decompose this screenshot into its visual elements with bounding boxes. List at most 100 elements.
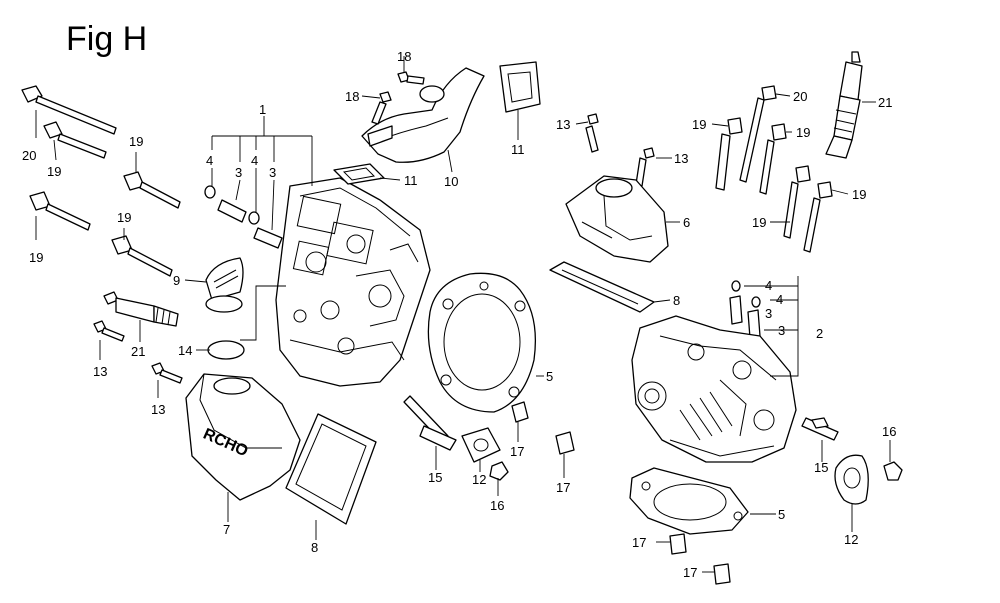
callout-2: 2 (816, 326, 823, 341)
callout-8: 8 (311, 540, 318, 555)
callout-5: 5 (778, 507, 785, 522)
callout-15: 15 (814, 460, 828, 475)
callout-17: 17 (632, 535, 646, 550)
callout-19: 19 (852, 187, 866, 202)
head-gasket-5-left (427, 272, 537, 413)
spark-plug-21-left (103, 291, 179, 327)
head-cover-6 (565, 175, 669, 263)
callout-3: 3 (269, 165, 276, 180)
valve-guide-3-left-a (217, 199, 247, 223)
callout-20: 20 (793, 89, 807, 104)
stud-15-right (801, 417, 839, 441)
callout-4: 4 (765, 278, 772, 293)
bolt-part-19-left-b (29, 191, 91, 231)
callout-4: 4 (251, 153, 258, 168)
callout-labels: 1 2 3 3 3 3 4 4 4 4 5 5 6 7 8 8 9 10 11 … (22, 49, 896, 580)
bolt-13-left-b (151, 362, 183, 384)
spark-plug-21-right (825, 51, 863, 159)
bolt-19-right-a (715, 117, 743, 191)
cover-gasket-8-right (549, 261, 655, 313)
callout-21: 21 (878, 95, 892, 110)
seal-ring-4-right-b (751, 296, 761, 308)
dowel-17-c (669, 533, 687, 555)
callout-9: 9 (173, 273, 180, 288)
callout-17: 17 (683, 565, 697, 580)
bolt-13-left-a (93, 320, 125, 342)
callout-7: 7 (223, 522, 230, 537)
seal-ring-4-right-a (731, 280, 741, 292)
valve-guide-3-right-a (729, 295, 743, 325)
callout-12: 12 (844, 532, 858, 547)
callout-20: 20 (22, 148, 36, 163)
bolt-19-right-d (803, 181, 833, 253)
callout-11: 11 (511, 142, 525, 157)
exhaust-flange-12-left (461, 427, 501, 463)
callout-3: 3 (765, 306, 772, 321)
callout-3: 3 (778, 323, 785, 338)
callout-10: 10 (444, 174, 458, 189)
callout-19: 19 (129, 134, 143, 149)
callout-15: 15 (428, 470, 442, 485)
cover-gasket-8-left (285, 413, 377, 525)
callout-16: 16 (882, 424, 896, 439)
head-gasket-5-right (629, 467, 749, 535)
bolt-18-a (397, 71, 425, 85)
bolt-part-19-left-c (111, 235, 173, 277)
callout-13: 13 (93, 364, 107, 379)
callout-18: 18 (397, 49, 411, 64)
bolt-part-19-upper-left (43, 121, 107, 159)
cylinder-head-2 (631, 315, 797, 463)
callout-17: 17 (510, 444, 524, 459)
callout-13: 13 (556, 117, 570, 132)
seal-ring-4-left-b (248, 211, 260, 225)
dowel-17-a (511, 401, 529, 423)
bolt-20-right (739, 85, 777, 183)
callout-13: 13 (151, 402, 165, 417)
cylinder-head-1 (275, 177, 431, 387)
nut-16-left (489, 461, 509, 481)
o-ring-14 (207, 340, 245, 360)
exhaust-flange-12-right (834, 454, 869, 505)
seal-ring-4-left (204, 185, 216, 199)
bolt-part-20-left (21, 85, 117, 135)
stud-15-left (403, 395, 457, 451)
callout-19: 19 (752, 215, 766, 230)
gasket-11-upper (499, 61, 541, 113)
valve-guide-3-left-b (253, 227, 283, 249)
callout-18: 18 (345, 89, 359, 104)
callout-16: 16 (490, 498, 504, 513)
bolt-19-right-c (783, 165, 811, 239)
callout-12: 12 (472, 472, 486, 487)
callout-13: 13 (674, 151, 688, 166)
callout-5: 5 (546, 369, 553, 384)
callout-8: 8 (673, 293, 680, 308)
head-cover-7: RCHO (185, 373, 301, 501)
callout-4: 4 (206, 153, 213, 168)
valve-guide-3-right-b (747, 309, 761, 339)
bolt-13-upper-right (585, 113, 599, 153)
callout-21: 21 (131, 344, 145, 359)
bolt-13-right-b (635, 147, 655, 187)
callout-4: 4 (776, 292, 783, 307)
exhaust-pipe-10 (361, 67, 485, 163)
callout-19: 19 (117, 210, 131, 225)
callout-19: 19 (47, 164, 61, 179)
nut-16-right (883, 461, 903, 481)
callout-19: 19 (692, 117, 706, 132)
callout-14: 14 (178, 343, 192, 358)
callout-19: 19 (796, 125, 810, 140)
callout-17: 17 (556, 480, 570, 495)
bolt-19-right-b (759, 123, 787, 195)
dowel-17-d (713, 563, 731, 585)
callout-6: 6 (683, 215, 690, 230)
bolt-18-b (371, 91, 392, 125)
callout-3: 3 (235, 165, 242, 180)
figure-title: Fig H (66, 20, 148, 58)
bolt-part-19-left-a (123, 171, 181, 209)
leader-lines (35, 56, 891, 573)
dowel-17-b (555, 431, 575, 455)
callout-11: 11 (404, 173, 418, 188)
callout-1: 1 (259, 102, 266, 117)
callout-19: 19 (29, 250, 43, 265)
